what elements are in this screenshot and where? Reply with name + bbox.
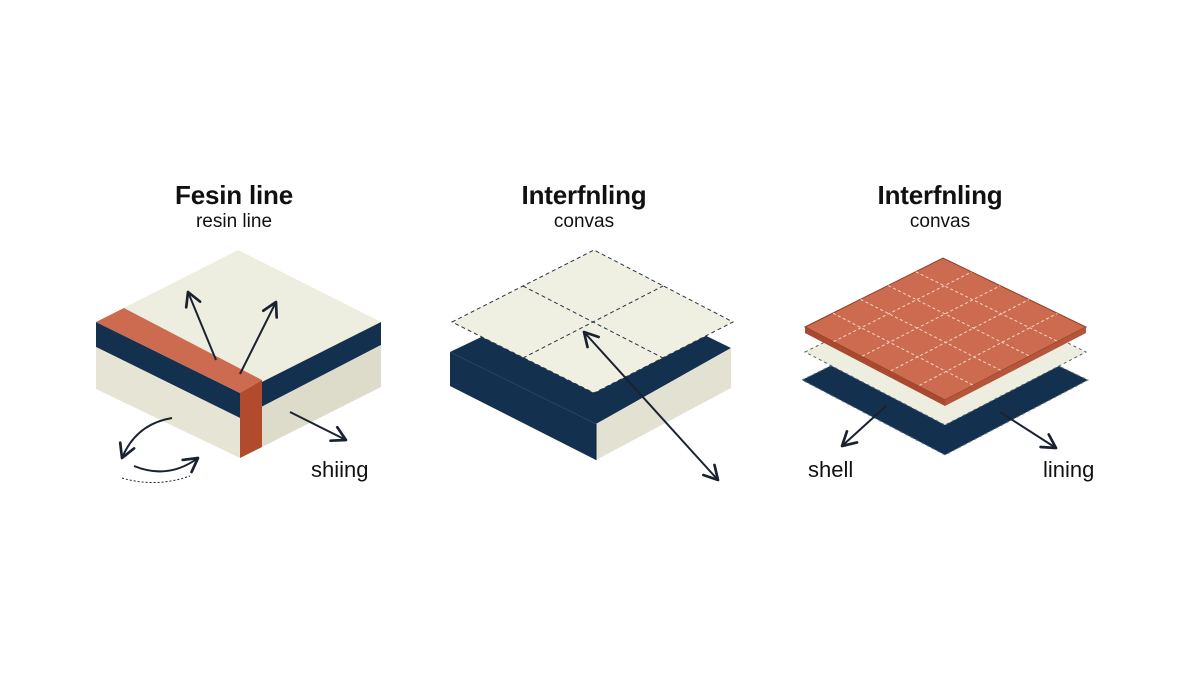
panel-3-exploded <box>800 257 1090 456</box>
panel-1-label: shiing <box>311 457 369 482</box>
panel-2-subtitle: convas <box>553 211 615 232</box>
rotate-arrow-top-icon <box>118 417 173 460</box>
panel-2-layers <box>450 249 735 482</box>
rotate-base-dashed-line <box>121 475 191 484</box>
resin-stripe-left <box>96 308 262 393</box>
arrow-up-left-icon <box>184 290 217 361</box>
panel-1-subtitle: resin line <box>195 211 273 232</box>
arrow-right-icon <box>289 411 348 443</box>
panel-3-title: Interfnling <box>877 180 1003 210</box>
block-top-face <box>96 250 381 393</box>
double-arrow-icon <box>582 330 720 482</box>
arrow-up-right-icon <box>239 300 279 375</box>
panel-2-title: Interfnling <box>521 180 647 210</box>
block-right-base <box>240 345 381 458</box>
resin-stripe-front <box>240 380 262 458</box>
quilt-stitching <box>832 271 1059 386</box>
arrow-shell-icon <box>840 405 887 448</box>
rotate-arrow-bottom-icon <box>133 456 200 474</box>
block-right-navy-band <box>240 322 381 418</box>
sheet-grid-line-2 <box>522 285 664 359</box>
shell-label: shell <box>808 457 854 482</box>
arrow-lining-icon <box>999 411 1058 450</box>
shell-left-edge <box>805 327 945 406</box>
panel-1-title: Fesin line <box>175 180 293 210</box>
block-left-base <box>96 347 240 458</box>
panel-3-subtitle: convas <box>909 211 971 232</box>
lining-label: lining <box>1043 457 1095 482</box>
base-left-face <box>450 352 596 460</box>
block-left-navy-band <box>96 322 240 418</box>
panel-1-block <box>96 250 381 484</box>
shell-right-edge <box>945 327 1086 406</box>
